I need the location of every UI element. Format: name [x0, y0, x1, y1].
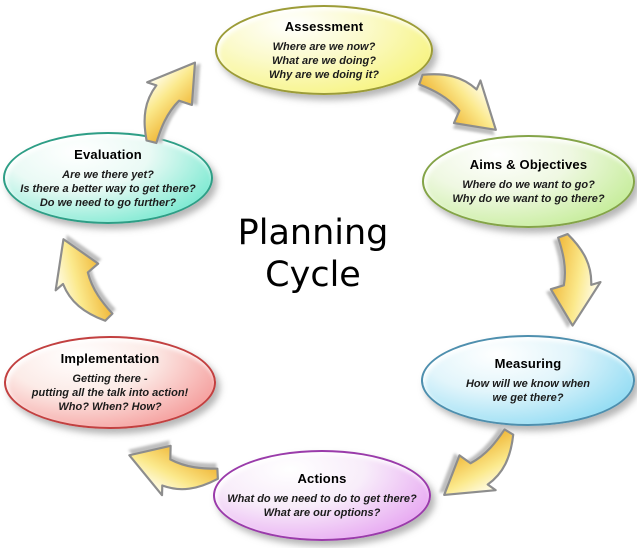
node-text-line: Who? When? How? — [58, 401, 162, 413]
diagram-title: Planning Cycle — [158, 212, 468, 296]
arrow-measuring-to-actions-icon — [420, 420, 539, 520]
arrow-aims-to-measuring-icon — [537, 226, 612, 338]
node-text-line: Where do we want to go? — [462, 179, 595, 191]
node-title: Evaluation — [74, 146, 142, 162]
diagram-title-line1: Planning — [237, 213, 389, 253]
arrow-actions-to-implementation-icon — [110, 421, 229, 521]
node-text-line: Why do we want to go there? — [452, 193, 605, 205]
node-text-line: Where are we now? — [272, 40, 376, 53]
cycle-node-aims-objectives: Aims & Objectives Where do we want to go… — [422, 135, 635, 228]
diagram-title-line2: Cycle — [265, 255, 361, 295]
node-title: Assessment — [284, 18, 364, 34]
node-title: Implementation — [60, 351, 160, 366]
cycle-node-implementation: Implementation Getting there - putting a… — [4, 336, 216, 429]
node-text-line: How will we know when — [465, 378, 591, 390]
cycle-node-measuring: Measuring How will we know when we get t… — [421, 335, 635, 426]
node-text-line: Is there a better way to get there? — [20, 182, 196, 195]
cycle-node-evaluation: Evaluation Are we there yet? Is there a … — [3, 132, 213, 224]
node-text-line: Getting there - — [72, 373, 148, 385]
cycle-node-actions: Actions What do we need to do to get the… — [213, 450, 431, 541]
cycle-node-assessment: Assessment Where are we now? What are we… — [215, 5, 433, 95]
arrow-implementation-to-evaluation-icon — [38, 223, 119, 338]
node-title: Actions — [297, 471, 347, 486]
node-title: Aims & Objectives — [469, 157, 588, 172]
node-text-line: Why are we doing it? — [268, 68, 379, 81]
node-text-line: What are our options? — [263, 507, 381, 519]
node-text-line: Do we need to go further? — [39, 196, 177, 209]
node-text-line: What are we doing? — [272, 54, 376, 67]
node-title: Measuring — [494, 356, 562, 371]
node-text-line: What do we need to do to get there? — [227, 493, 417, 505]
node-text-line: we get there? — [492, 392, 564, 404]
node-text-line: putting all the talk into action! — [31, 387, 189, 399]
node-text-line: Are we there yet? — [62, 168, 154, 181]
